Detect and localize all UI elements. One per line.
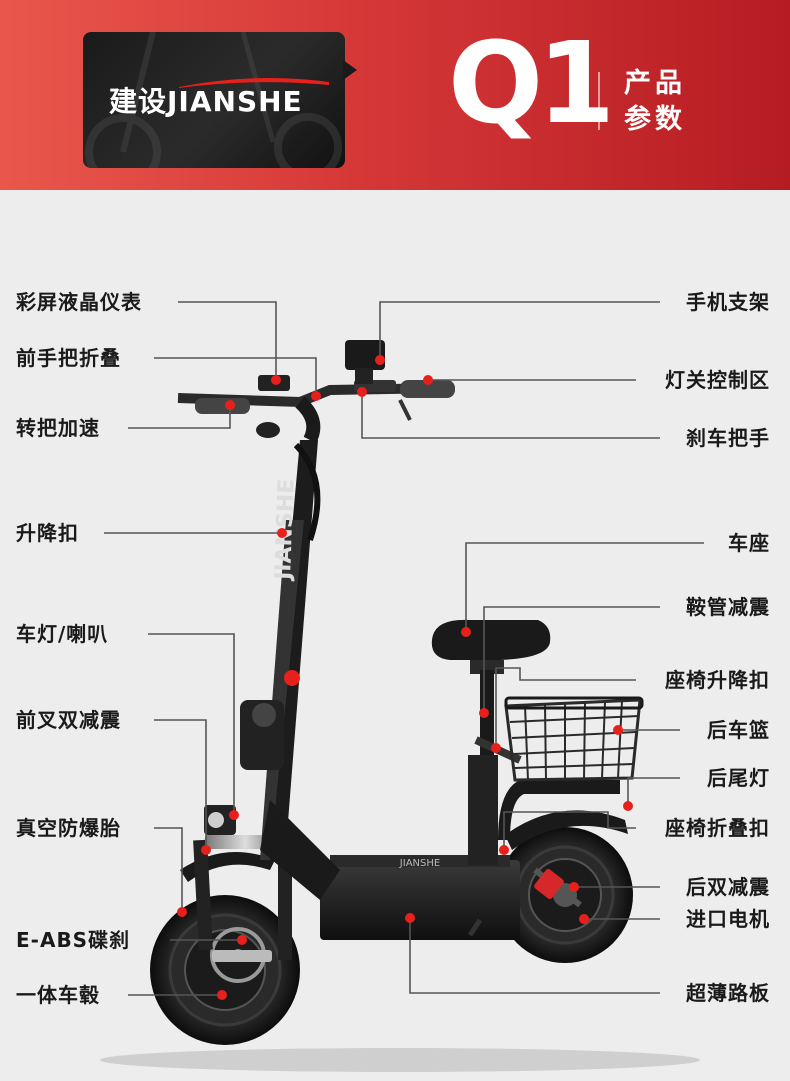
header-divider <box>598 72 600 130</box>
kickstand <box>467 918 483 937</box>
label-tire: 真空防爆胎 <box>16 816 121 840</box>
label-lift-clamp: 升降扣 <box>16 521 79 545</box>
label-rear-shock: 后双减震 <box>686 875 770 899</box>
label-light-horn: 车灯/喇叭 <box>16 622 109 646</box>
steering-stem: JIANSHE <box>240 440 318 860</box>
phone-holder <box>345 340 385 384</box>
callout-dots <box>177 355 633 1000</box>
headlight <box>204 805 236 835</box>
label-deck: 超薄路板 <box>686 981 770 1005</box>
label-seat-lift: 座椅升降扣 <box>665 668 770 692</box>
label-basket: 后车篮 <box>707 718 770 742</box>
deck-text: JIANSHE <box>399 858 440 869</box>
label-hub: 一体车毂 <box>16 983 100 1007</box>
label-seat-fold: 座椅折叠扣 <box>665 816 770 840</box>
subtitle-line2: 参数 <box>624 104 686 135</box>
label-seat-tube-shock: 鞍管减震 <box>686 595 770 619</box>
header-banner: 建设JIANSHE Q1 产品 参数 <box>0 0 790 190</box>
logo-swoosh-icon <box>179 78 329 88</box>
label-light-control: 灯关控制区 <box>665 368 770 392</box>
label-display: 彩屏液晶仪表 <box>16 290 142 314</box>
seat <box>431 619 551 674</box>
rear-frame <box>498 780 620 840</box>
label-front-fork: 前叉双减震 <box>16 708 121 732</box>
brand-cn: 建设 <box>109 85 168 118</box>
handlebar <box>177 375 455 541</box>
label-disc-brake: E-ABS碟刹 <box>16 928 131 952</box>
rear-fender <box>505 810 628 850</box>
header-subtitle: 产品 参数 <box>624 66 686 138</box>
label-tail-light: 后尾灯 <box>707 766 770 790</box>
deck: JIANSHE <box>320 855 520 940</box>
ground-shadow <box>100 1048 700 1072</box>
model-name: Q1 <box>448 19 615 149</box>
label-fold-handle: 前手把折叠 <box>16 346 121 370</box>
label-throttle: 转把加速 <box>16 416 100 440</box>
frame-neck <box>260 800 340 900</box>
brand-logo-box: 建设JIANSHE <box>83 32 345 168</box>
label-seat: 车座 <box>728 531 770 555</box>
callout-lines <box>104 301 704 996</box>
front-wheel <box>150 895 300 1045</box>
label-motor: 进口电机 <box>686 907 770 931</box>
subtitle-line1: 产品 <box>624 68 686 99</box>
logo-background-scooter-silhouette <box>85 32 342 168</box>
label-phone-holder: 手机支架 <box>686 290 770 314</box>
rear-basket <box>504 696 644 782</box>
rear-shock <box>533 867 582 908</box>
label-brake-lever: 刹车把手 <box>686 426 770 450</box>
logo-pointer-notch <box>343 60 357 80</box>
brand-en: JIANSHE <box>167 85 303 118</box>
brand-logo-text: 建设JIANSHE <box>109 80 303 120</box>
seat-post <box>468 670 522 865</box>
